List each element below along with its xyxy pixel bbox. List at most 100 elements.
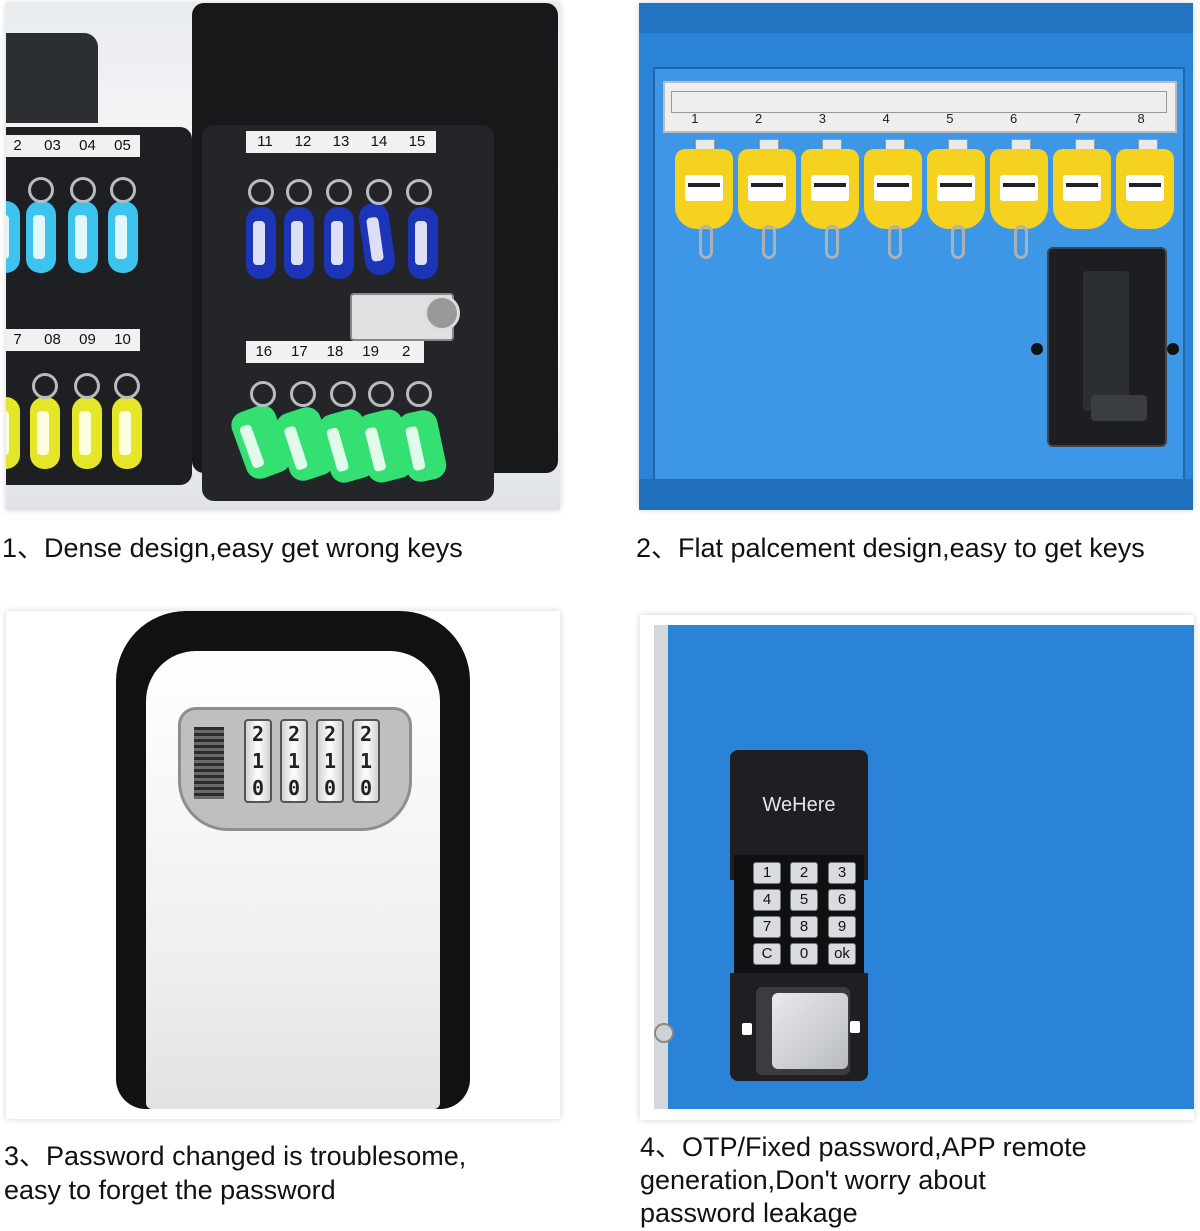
key-tag-yellow — [738, 149, 796, 229]
dial-digit: 0 — [287, 775, 301, 800]
key-tag-yellow — [112, 397, 142, 469]
photo-mechanical-lock-box: 2 1 0 2 1 0 2 1 0 2 1 0 — [6, 611, 560, 1119]
slot-number: 2 — [755, 111, 763, 126]
key-tag-yellow — [1116, 149, 1174, 229]
slot-number-row: 1 2 3 4 5 6 7 8 — [663, 111, 1173, 131]
key-ring — [290, 381, 316, 407]
lock-knob — [424, 295, 460, 331]
slot-number: 5 — [946, 111, 954, 126]
slot-number: 8 — [1137, 111, 1145, 126]
dial-digit: 2 — [251, 722, 265, 747]
brand-logo: WeHere — [762, 794, 836, 816]
dial-digit: 1 — [251, 748, 265, 773]
keypad-key-1[interactable]: 1 — [753, 862, 781, 884]
keypad-key-4[interactable]: 4 — [753, 889, 781, 911]
dial-digit: 2 — [287, 722, 301, 747]
screw — [1031, 343, 1043, 355]
key-tag-yellow — [1053, 149, 1111, 229]
combination-dial: 2 1 0 — [280, 719, 308, 803]
keypad-key-8[interactable]: 8 — [790, 916, 818, 938]
key-ring — [406, 179, 432, 205]
key-ring — [888, 225, 902, 259]
unlock-icon — [850, 1021, 860, 1033]
key-tag-yellow — [675, 149, 733, 229]
photo-flat-key-box: 1 2 3 4 5 6 7 8 — [639, 3, 1193, 510]
keypad-key-clear[interactable]: C — [753, 943, 781, 965]
dial-digit: 1 — [359, 748, 373, 773]
key-ring — [699, 225, 713, 259]
keypad-key-9[interactable]: 9 — [828, 916, 856, 938]
combination-dial: 2 1 0 — [244, 719, 272, 803]
dial-digit: 0 — [323, 775, 337, 800]
key-tag-yellow — [801, 149, 859, 229]
keypad-key-5[interactable]: 5 — [790, 889, 818, 911]
keypad-key-2[interactable]: 2 — [790, 862, 818, 884]
key-ring — [70, 177, 96, 203]
key-ring — [110, 177, 136, 203]
caption-2: 2、Flat palcement design,easy to get keys — [636, 533, 1145, 563]
key-ring — [330, 381, 356, 407]
box-top-rim — [639, 3, 1193, 33]
key-cylinder — [640, 1023, 680, 1043]
key-ring — [114, 373, 140, 399]
keypad-key-0[interactable]: 0 — [790, 943, 818, 965]
key-tag-yellow — [927, 149, 985, 229]
key-ring — [762, 225, 776, 259]
key-ring — [250, 381, 276, 407]
rotary-knob[interactable] — [772, 993, 848, 1069]
key-tag-navy — [246, 207, 276, 279]
key-tag-navy — [284, 207, 314, 279]
dial-digit: 1 — [287, 748, 301, 773]
open-door-edge — [6, 33, 98, 123]
key-ring — [326, 179, 352, 205]
key-tag-navy — [324, 207, 354, 279]
key-tag-cyan — [6, 201, 20, 273]
keypad-key-3[interactable]: 3 — [828, 862, 856, 884]
key-tag-yellow — [990, 149, 1048, 229]
key-ring — [28, 177, 54, 203]
keypad-key-7[interactable]: 7 — [753, 916, 781, 938]
key-ring — [951, 225, 965, 259]
key-ring — [1014, 225, 1028, 259]
lock-latch — [1083, 271, 1129, 411]
dial-digit: 1 — [323, 748, 337, 773]
slot-number: 7 — [1073, 111, 1081, 126]
keypad-key-ok[interactable]: ok — [828, 943, 856, 965]
key-ring — [32, 373, 58, 399]
lock-bolt — [1091, 395, 1147, 421]
key-tag-yellow — [864, 149, 922, 229]
key-ring — [366, 179, 392, 205]
combination-dial: 2 1 0 — [316, 719, 344, 803]
key-ring — [286, 179, 312, 205]
dial-digit: 0 — [359, 775, 373, 800]
combination-dial: 2 1 0 — [352, 719, 380, 803]
key-tag-cyan — [68, 201, 98, 273]
caption-4-line-1: 4、OTP/Fixed password,APP remote — [640, 1132, 1087, 1162]
slot-number: 6 — [1010, 111, 1018, 126]
dial-digit: 2 — [323, 722, 337, 747]
key-tag-cyan — [108, 201, 138, 273]
caption-1: 1、Dense design,easy get wrong keys — [2, 533, 463, 563]
photo-smart-keypad-lock: WeHere 1 2 3 4 5 6 7 8 9 C 0 ok — [640, 615, 1194, 1120]
key-ring — [825, 225, 839, 259]
caption-4-line-3: password leakage — [640, 1198, 858, 1228]
key-ring — [406, 381, 432, 407]
dial-digit: 2 — [359, 722, 373, 747]
keypad-key-6[interactable]: 6 — [828, 889, 856, 911]
key-tag-yellow — [6, 397, 20, 469]
label-strip — [663, 81, 1177, 133]
dial-digit: 0 — [251, 775, 265, 800]
caption-4-line-2: generation,Don't worry about — [640, 1165, 986, 1195]
caption-3-line-1: 3、Password changed is troublesome, — [4, 1141, 467, 1171]
screw — [1167, 343, 1179, 355]
key-ring — [248, 179, 274, 205]
key-tag-navy — [408, 207, 438, 279]
caption-3-line-2: easy to forget the password — [4, 1175, 336, 1205]
key-ring — [368, 381, 394, 407]
lock-icon — [742, 1023, 752, 1035]
